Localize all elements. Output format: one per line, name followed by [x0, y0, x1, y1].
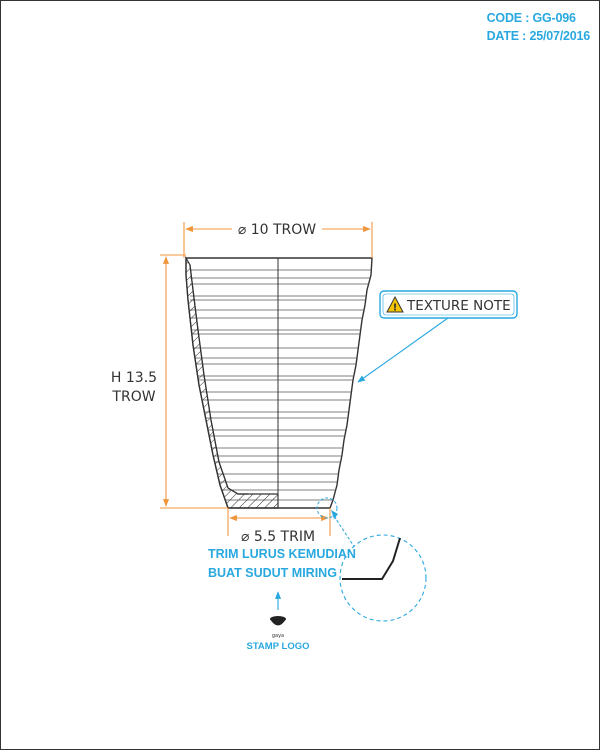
date-row: DATE : 25/07/2016: [486, 27, 591, 45]
height-dimension: [160, 254, 228, 509]
logo-word: gaya: [272, 633, 284, 639]
detail-marker-circle: [316, 497, 338, 519]
date-value: 25/07/2016: [529, 29, 590, 43]
top-diameter-label: ⌀ 10 TROW: [238, 222, 316, 238]
bottom-diameter-label: ⌀ 5.5 TRIM: [241, 529, 315, 545]
warning-icon: !: [386, 295, 404, 314]
stamp-logo-group: gaya STAMP LOGO: [247, 591, 310, 652]
section-cover: [189, 264, 248, 495]
date-label: DATE :: [486, 29, 527, 43]
bottom-diameter-dimension: [227, 508, 331, 536]
trim-note-line1: TRIM LURUS KEMUDIAN: [208, 547, 356, 561]
code-label: CODE :: [486, 11, 530, 25]
top-diameter-dimension: [183, 222, 373, 258]
height-label-bg: [108, 366, 160, 406]
title-block: CODE : GG-096 DATE : 25/07/2016: [486, 9, 591, 45]
trim-detail-callout: [316, 497, 427, 622]
cup-outline: [185, 257, 373, 509]
trim-note-line2: BUAT SUDUT MIRING: [208, 566, 337, 580]
code-row: CODE : GG-096: [487, 9, 590, 27]
detail-profile: [342, 537, 401, 580]
texture-note-box: [379, 290, 518, 319]
svg-text:!: !: [393, 303, 398, 314]
height-label-line2: TROW: [111, 389, 155, 405]
height-label-line1: H 13.5: [111, 370, 157, 386]
stamp-logo-icon: [270, 616, 286, 626]
cup-profile: [185, 255, 373, 509]
stamp-logo-label: STAMP LOGO: [247, 641, 310, 652]
code-value: GG-096: [532, 11, 576, 25]
texture-note-label: TEXTURE NOTE: [406, 298, 511, 314]
texture-note-callout: ! TEXTURE NOTE: [357, 290, 518, 383]
